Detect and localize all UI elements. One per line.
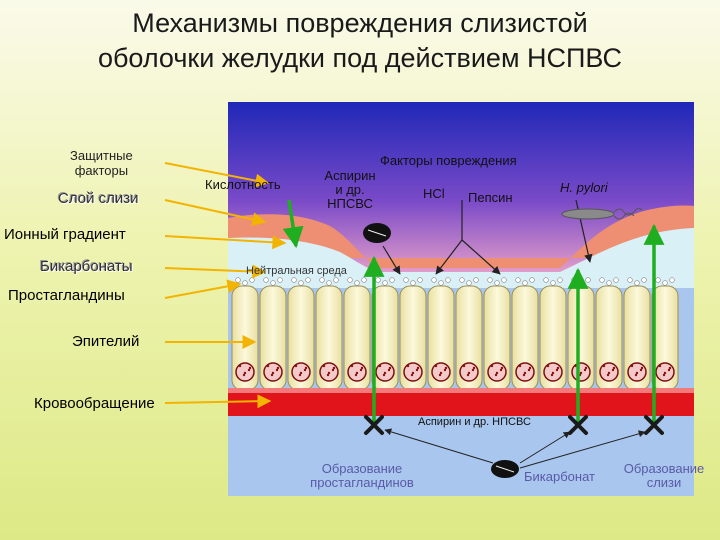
mucus-layer-label: Слой слизи: [58, 190, 139, 207]
page-title: Механизмы повреждения слизистой оболочки…: [0, 6, 720, 76]
arrow-hcl: [435, 239, 463, 275]
epithelium-cells: [231, 277, 679, 391]
arrow-ion: [164, 235, 287, 250]
aspirin-label: Аспирин и др. НПСВС: [318, 169, 382, 211]
inhibit-line-2: [519, 431, 571, 464]
acidity-label: Кислотность: [205, 177, 281, 192]
aspirin-line-1: Аспирин: [324, 168, 376, 183]
arrow-protective: [164, 162, 270, 188]
h-pylori-bacterium: [561, 207, 643, 220]
h-pylori-label: H. pylori: [560, 180, 608, 195]
pg-formation-line-1: Образование: [321, 461, 403, 476]
arrow-prostaglandins: [164, 279, 242, 299]
pg-formation-label: Образование простагландинов: [292, 462, 432, 490]
mucus-formation-line-1: Образование: [623, 461, 705, 476]
protective-factors-label: Защитные факторы: [70, 148, 133, 178]
arrow-blood: [164, 394, 272, 409]
x-marks: [364, 415, 664, 435]
ion-gradient-label: Ионный градиент: [4, 226, 126, 243]
aspirin-line-2: и др.: [335, 182, 365, 197]
inhibit-line-3: [519, 430, 646, 469]
prostaglandins-label: Простагландины: [8, 287, 125, 304]
bicarbonates-label: Бикарбонаты: [40, 258, 133, 275]
mucus-layer: [228, 205, 694, 268]
epithelium-label: Эпителий: [72, 333, 140, 350]
neutral-zone-label: Нейтральная среда: [246, 265, 347, 277]
pepsin-label: Пепсин: [468, 190, 513, 205]
green-arrow-acidity: [282, 199, 304, 249]
title-line-2: оболочки желудки под действием НСПВС: [97, 43, 623, 73]
aspirin-nsaid-inner-label: Аспирин и др. НПСВС: [418, 416, 531, 428]
mucus-formation-label: Образование слизи: [612, 462, 716, 490]
title-line-1: Механизмы повреждения слизистой: [132, 8, 588, 38]
hcl-label: HCl: [423, 186, 445, 201]
bicarbonate-label: Бикарбонат: [524, 469, 595, 484]
protective-line-2: факторы: [74, 163, 129, 178]
blood-flow-label: Кровообращение: [34, 395, 155, 412]
damage-factors-header: Факторы повреждения: [380, 153, 517, 168]
arrow-bicarb: [164, 264, 267, 279]
inhibit-line-1: [384, 428, 494, 464]
arrow-pepsin: [461, 239, 501, 275]
aspirin-line-3: НПСВС: [327, 196, 373, 211]
protective-line-1: Защитные: [70, 148, 133, 163]
arrow-aspirin: [382, 245, 401, 275]
blood-vessel: [228, 392, 694, 416]
mucus-formation-line-2: слизи: [646, 475, 682, 490]
arrow-mucus: [164, 199, 267, 227]
pg-formation-line-2: простагландинов: [310, 475, 414, 490]
